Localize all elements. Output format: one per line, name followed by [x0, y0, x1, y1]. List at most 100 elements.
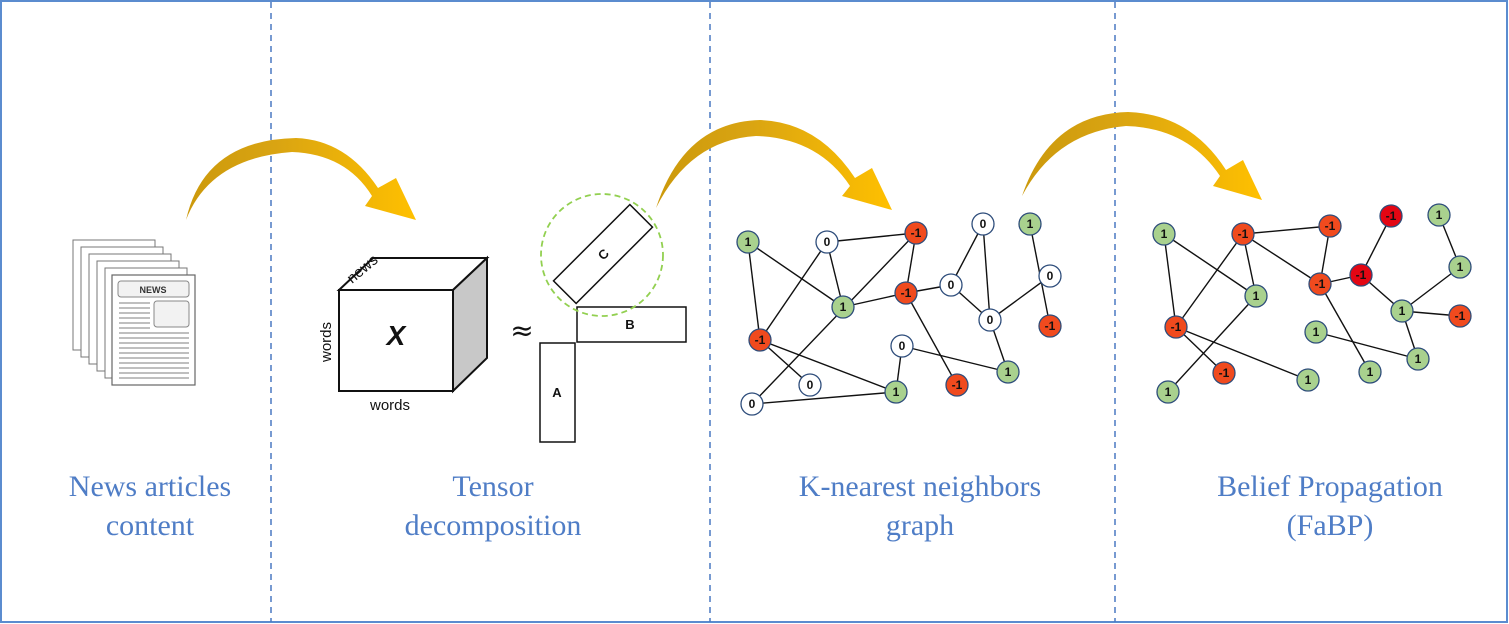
caption-tensor-line2: decomposition: [405, 509, 582, 542]
knn-node-n: [798, 373, 822, 397]
knn-edge-a-f: [747, 241, 844, 308]
matrix-c-highlight: [540, 193, 664, 317]
knn-node-e: [1018, 212, 1042, 236]
fabp-node-j: [1390, 299, 1414, 323]
knn-node-label-n: 0: [807, 378, 814, 392]
fabp-node-label-i: 1: [1457, 260, 1464, 274]
knn-node-label-g: -1: [901, 286, 912, 300]
knn-node-label-r: 0: [749, 397, 756, 411]
fabp-node-k: [1164, 315, 1188, 339]
tensor-cube: [336, 255, 490, 394]
fabp-node-label-j: 1: [1399, 304, 1406, 318]
curved-arrow-1: [160, 138, 416, 220]
matrix-b-label: B: [625, 317, 634, 332]
knn-node-d: [971, 212, 995, 236]
knn-node-label-l: -1: [1045, 319, 1056, 333]
knn-node-label-j: -1: [755, 333, 766, 347]
caption-tensor-line1: Tensor: [452, 470, 533, 503]
knn-node-f: [831, 295, 855, 319]
fabp-node-label-p: 1: [1165, 385, 1172, 399]
knn-node-label-q: 1: [1005, 365, 1012, 379]
fabp-node-label-d: -1: [1386, 209, 1397, 223]
tensor-symbol: X: [385, 320, 408, 351]
knn-node-label-b: 0: [824, 235, 831, 249]
knn-node-label-p: -1: [952, 378, 963, 392]
curved-arrow-2: [630, 120, 892, 210]
caption-knn-line1: K-nearest neighbors: [799, 470, 1041, 503]
knn-node-k: [978, 308, 1002, 332]
fabp-node-p: [1156, 380, 1180, 404]
knn-node-label-h: 0: [948, 278, 955, 292]
knn-node-p: [945, 373, 969, 397]
knn-node-label-d: 0: [980, 217, 987, 231]
fabp-node-label-c: -1: [1325, 219, 1336, 233]
approx-symbol: ≈: [510, 314, 533, 347]
knn-node-label-f: 1: [840, 300, 847, 314]
fabp-node-c: [1318, 214, 1342, 238]
knn-node-m: [890, 334, 914, 358]
newspaper-stack-icon: NEWS: [72, 239, 196, 386]
knn-edge-b-c: [826, 232, 917, 243]
fabp-node-b: [1231, 222, 1255, 246]
matrix-a-label: A: [552, 385, 562, 400]
fabp-node-g: [1308, 272, 1332, 296]
fabp-node-label-r: 1: [1367, 365, 1374, 379]
tensor-bottom-label: words: [369, 397, 410, 414]
fabp-node-label-e: 1: [1436, 208, 1443, 222]
caption-fabp-line2: (FaBP): [1287, 509, 1374, 542]
fabp-edge-f-p: [1167, 295, 1257, 393]
knn-edge-c-r: [751, 232, 917, 405]
fabp-node-label-o: 1: [1305, 373, 1312, 387]
knn-node-h: [939, 273, 963, 297]
fabp-edge-g-r: [1319, 283, 1371, 373]
fabp-node-label-m: -1: [1455, 309, 1466, 323]
knn-edge-k-i: [989, 275, 1051, 321]
caption-knn-line2: graph: [886, 509, 954, 542]
knn-node-label-m: 0: [899, 339, 906, 353]
fabp-node-q: [1212, 361, 1236, 385]
fabp-node-i: [1448, 255, 1472, 279]
fabp-node-e: [1427, 203, 1451, 227]
knn-node-r: [740, 392, 764, 416]
knn-node-a: [736, 230, 760, 254]
knn-edge-a-j: [747, 241, 761, 341]
curved-arrow-3: [997, 112, 1262, 200]
newspaper-masthead: NEWS: [140, 285, 167, 295]
fabp-node-a: [1152, 222, 1176, 246]
knn-node-label-e: 1: [1027, 217, 1034, 231]
knn-node-label-k: 0: [987, 313, 994, 327]
fabp-node-label-l: 1: [1313, 325, 1320, 339]
fabp-node-label-g: -1: [1315, 277, 1326, 291]
fabp-node-d: [1379, 204, 1403, 228]
knn-edge-g-p: [905, 292, 958, 386]
knn-edge-d-k: [982, 223, 991, 321]
fabp-node-label-h: -1: [1356, 268, 1367, 282]
caption-fabp-line1: Belief Propagation: [1217, 470, 1443, 503]
caption-news-articles-line2: content: [106, 509, 195, 542]
fabp-edge-b-k: [1175, 233, 1244, 328]
knn-node-label-c: -1: [911, 226, 922, 240]
knn-edge-j-o: [759, 339, 897, 393]
knn-node-g: [894, 281, 918, 305]
knn-node-c: [904, 221, 928, 245]
matrix-a: [539, 342, 576, 443]
fabp-node-f: [1244, 284, 1268, 308]
knn-node-j: [748, 328, 772, 352]
fabp-node-label-a: 1: [1161, 227, 1168, 241]
matrix-c: [552, 203, 654, 305]
knn-node-q: [996, 360, 1020, 384]
fabp-node-h: [1349, 263, 1373, 287]
fabp-node-label-k: -1: [1171, 320, 1182, 334]
fabp-edge-a-k: [1163, 233, 1177, 328]
fabp-node-label-n: 1: [1415, 352, 1422, 366]
knn-node-i: [1038, 264, 1062, 288]
fabp-node-label-f: 1: [1253, 289, 1260, 303]
fabp-node-l: [1304, 320, 1328, 344]
fabp-edge-b-g: [1242, 233, 1321, 285]
knn-node-label-a: 1: [745, 235, 752, 249]
fabp-edge-k-o: [1175, 326, 1309, 381]
fabp-node-n: [1406, 347, 1430, 371]
